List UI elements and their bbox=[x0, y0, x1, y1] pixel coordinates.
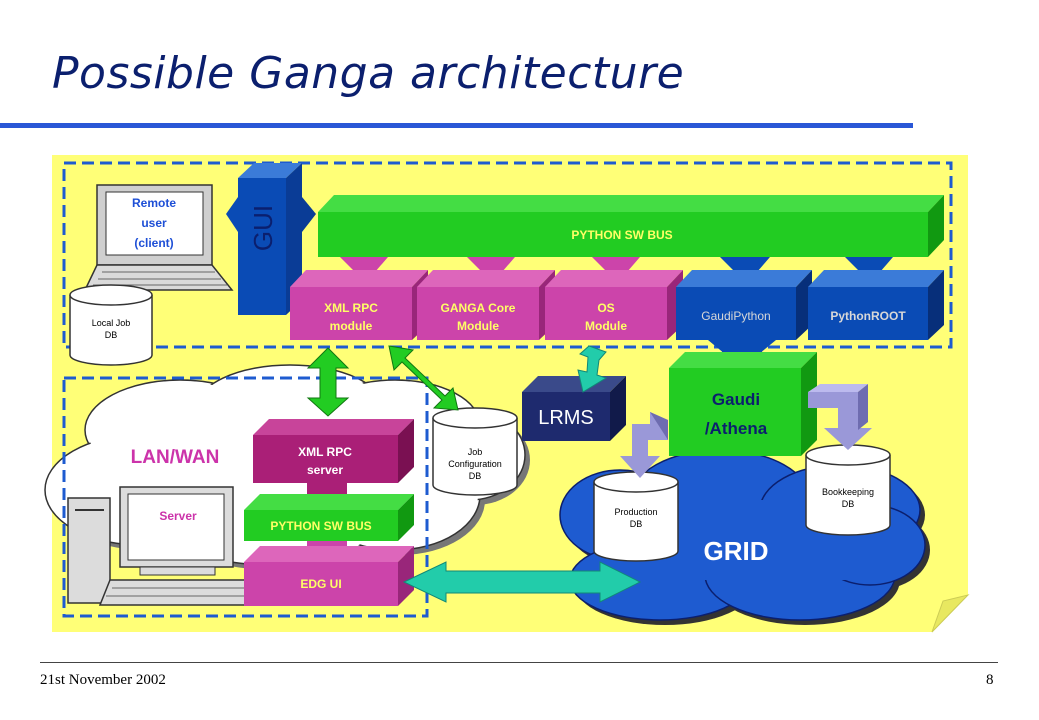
ganga-core-module-label: Module bbox=[457, 319, 499, 333]
production-db: Production DB bbox=[593, 471, 679, 562]
edg-ui-label: EDG UI bbox=[300, 577, 341, 591]
server-computer: Server bbox=[67, 486, 257, 606]
xml-rpc-module: XML RPC module bbox=[290, 270, 428, 340]
server-label: Server bbox=[159, 509, 197, 523]
pythonroot-module: PythonROOT bbox=[808, 270, 944, 340]
job-config-db: Job Configuration DB bbox=[432, 407, 518, 496]
gaudi-athena-label: Gaudi bbox=[712, 390, 760, 409]
xml-rpc-server-label: server bbox=[307, 463, 343, 477]
slide-title: Possible Ganga architecture bbox=[52, 48, 685, 99]
gaudi-athena-block: Gaudi /Athena bbox=[669, 352, 817, 456]
os-module-label: OS bbox=[597, 301, 614, 315]
ganga-core-module-label: GANGA Core bbox=[441, 301, 516, 315]
teal-horizontal-double-arrow bbox=[402, 561, 642, 603]
page-number: 8 bbox=[986, 672, 994, 688]
footer-divider bbox=[40, 662, 998, 663]
edg-ui-block: EDG UI bbox=[244, 546, 414, 606]
os-module-label: Module bbox=[585, 319, 627, 333]
local-job-db: Local Job DB bbox=[69, 284, 153, 366]
production-db-label: DB bbox=[630, 519, 643, 529]
gui-label: GUI bbox=[248, 205, 278, 251]
python-sw-bus-server-label: PYTHON SW BUS bbox=[270, 519, 371, 533]
xml-rpc-module-label: module bbox=[330, 319, 373, 333]
remote-user-label: Remote bbox=[132, 196, 176, 210]
job-config-db-label: Job bbox=[468, 447, 483, 457]
server-region-border bbox=[62, 376, 429, 618]
vertical-green-double-arrow bbox=[306, 347, 350, 417]
module-connectors bbox=[340, 257, 893, 272]
diagonal-green-double-arrow bbox=[388, 345, 459, 411]
job-config-db-label: DB bbox=[469, 471, 482, 481]
remote-user-label: (client) bbox=[134, 236, 173, 250]
note-folded-corner bbox=[931, 594, 970, 633]
gaudipython-label: GaudiPython bbox=[701, 309, 770, 323]
os-module: OS Module bbox=[545, 270, 683, 340]
gui-block: GUI bbox=[226, 163, 316, 315]
bookkeeping-db-bent-arrow bbox=[808, 384, 872, 450]
production-db-label: Production bbox=[614, 507, 657, 517]
teal-lrms-double-arrow bbox=[577, 345, 608, 393]
production-db-bent-arrow bbox=[620, 412, 668, 478]
python-sw-bus-top-label: PYTHON SW BUS bbox=[571, 228, 672, 242]
remote-user-laptop: Remote user (client) bbox=[83, 184, 234, 291]
client-region-border bbox=[62, 161, 953, 349]
job-config-db-label: Configuration bbox=[448, 459, 502, 469]
python-sw-bus-top: PYTHON SW BUS bbox=[318, 195, 944, 257]
footer-date: 21st November 2002 bbox=[40, 672, 166, 688]
lrms-block: LRMS bbox=[522, 376, 626, 441]
title-underline bbox=[0, 123, 913, 128]
xml-rpc-server: XML RPC server bbox=[253, 419, 414, 483]
local-job-db-label: Local Job bbox=[92, 318, 131, 328]
bookkeeping-db-label: DB bbox=[842, 499, 855, 509]
ganga-core-module: GANGA Core Module bbox=[417, 270, 555, 340]
bookkeeping-db: Bookkeeping DB bbox=[805, 444, 891, 536]
remote-user-label: user bbox=[141, 216, 167, 230]
bookkeeping-db-label: Bookkeeping bbox=[822, 487, 874, 497]
python-sw-bus-server: PYTHON SW BUS bbox=[244, 494, 414, 541]
lan-wan-label: LAN/WAN bbox=[131, 447, 220, 468]
grid-label: GRID bbox=[704, 536, 769, 566]
xml-rpc-module-label: XML RPC bbox=[324, 301, 378, 315]
gaudipython-module: GaudiPython bbox=[676, 270, 812, 340]
lrms-label: LRMS bbox=[538, 407, 594, 429]
xml-rpc-server-label: XML RPC bbox=[298, 445, 352, 459]
local-job-db-label: DB bbox=[105, 330, 118, 340]
gaudi-athena-label: /Athena bbox=[705, 419, 768, 438]
pythonroot-label: PythonROOT bbox=[830, 309, 906, 323]
